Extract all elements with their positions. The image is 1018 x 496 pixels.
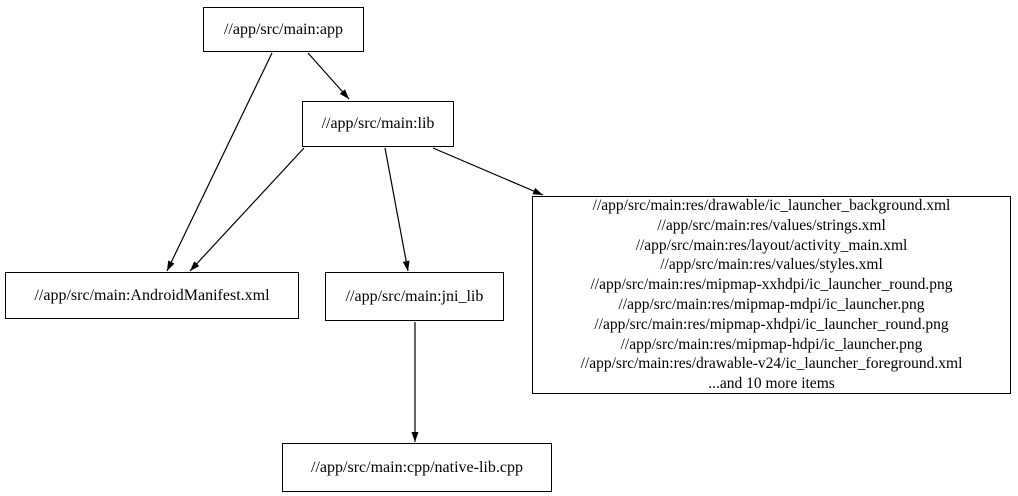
edge-lib-to-jni-lib xyxy=(384,147,410,272)
edge-lib-to-manifest xyxy=(189,147,305,272)
edge-app-to-manifest xyxy=(166,52,273,272)
node-native-lib-cpp: //app/src/main:cpp/native-lib.cpp xyxy=(282,443,552,492)
res-group-line: //app/src/main:res/mipmap-hdpi/ic_launch… xyxy=(620,335,923,353)
node-android-manifest-label: //app/src/main:AndroidManifest.xml xyxy=(34,286,270,304)
res-group-line: //app/src/main:res/drawable/ic_launcher_… xyxy=(592,197,951,215)
node-jni-lib-label: //app/src/main:jni_lib xyxy=(345,287,484,305)
node-lib: //app/src/main:lib xyxy=(302,101,454,147)
node-lib-label: //app/src/main:lib xyxy=(321,115,435,132)
node-android-manifest: //app/src/main:AndroidManifest.xml xyxy=(5,272,299,319)
res-group-line: //app/src/main:res/mipmap-mdpi/ic_launch… xyxy=(618,296,925,313)
node-jni-lib: //app/src/main:jni_lib xyxy=(325,272,504,321)
res-group-line: //app/src/main:res/values/strings.xml xyxy=(657,216,886,234)
edge-lib-to-res-group xyxy=(432,147,544,196)
edge-app-to-lib xyxy=(307,52,350,100)
node-app: //app/src/main:app xyxy=(203,7,364,52)
node-native-lib-cpp-label: //app/src/main:cpp/native-lib.cpp xyxy=(311,458,523,476)
node-app-label: //app/src/main:app xyxy=(223,20,344,38)
res-group-line: //app/src/main:res/mipmap-xxhdpi/ic_laun… xyxy=(590,276,953,294)
res-group-line: //app/src/main:res/mipmap-xhdpi/ic_launc… xyxy=(594,315,949,333)
res-group-line: //app/src/main:res/drawable-v24/ic_launc… xyxy=(580,355,963,373)
res-group-more-items: ...and 10 more items xyxy=(708,375,835,393)
res-group-line: //app/src/main:res/layout/activity_main.… xyxy=(635,236,908,254)
res-group-line: //app/src/main:res/values/styles.xml xyxy=(660,256,883,274)
node-res-group: //app/src/main:res/drawable/ic_launcher_… xyxy=(532,196,1011,394)
